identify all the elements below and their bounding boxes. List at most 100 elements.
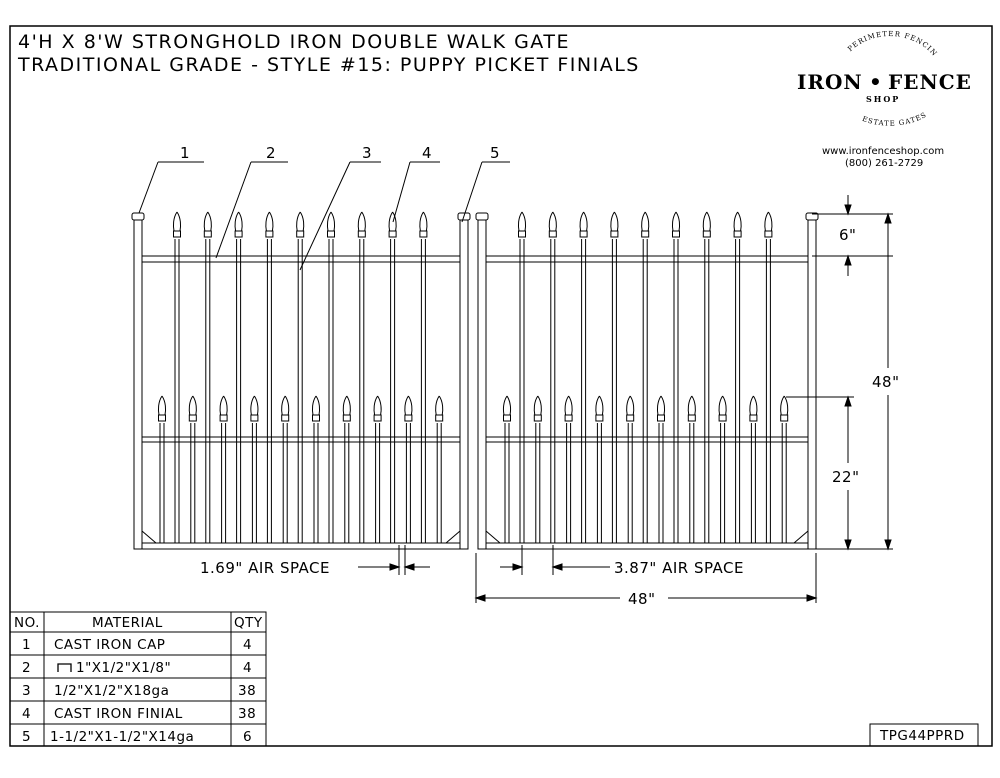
post-right-cap — [805, 212, 819, 221]
post-center-left — [459, 218, 469, 550]
left-leaf-puppy-finial — [157, 395, 167, 416]
left-leaf-puppy-finial — [281, 395, 290, 416]
left-leaf-puppy-finial — [373, 395, 382, 416]
table-cell-no: 4 — [22, 706, 31, 722]
logo-brand-right: FENCE — [888, 70, 972, 94]
post-center-right — [477, 218, 487, 550]
right-leaf-tall-finial — [702, 211, 711, 232]
table-cell-qty: 4 — [243, 660, 252, 676]
post-left — [133, 218, 143, 550]
left-leaf-puppy-finial-collar — [219, 414, 228, 422]
left-leaf-tall-finial-collar — [327, 230, 335, 238]
right-leaf-tall-finial-collar — [764, 230, 773, 238]
left-leaf-puppy-finial — [250, 395, 259, 416]
right-leaf-brace-right — [793, 530, 809, 544]
right-leaf-puppy-finial-collar — [533, 414, 542, 422]
left-leaf-brace-right — [445, 530, 461, 544]
left-leaf-tall-finial-collar — [234, 230, 243, 238]
table-cell-material: CAST IRON CAP — [54, 637, 165, 653]
right-leaf-puppy-finial — [595, 395, 604, 416]
left-leaf-tall-finial-collar — [357, 230, 366, 238]
logo-brand-left: IRON — [797, 70, 863, 94]
callout-5: 5 — [461, 144, 510, 223]
table-row: 1 CAST IRON CAP 4 — [22, 637, 252, 653]
post-right — [807, 218, 817, 550]
post-center-right-cap — [475, 212, 489, 221]
table-cell-no: 1 — [22, 637, 31, 653]
right-leaf-puppy-finial — [749, 395, 758, 416]
right-leaf-tall-finial — [641, 211, 650, 232]
right-leaf-puppy-finial — [718, 395, 727, 416]
right-leaf-tall-finial-collar — [672, 230, 680, 238]
right-leaf-puppy-finial-collar — [595, 414, 604, 422]
right-leaf-puppy-finial — [626, 395, 635, 416]
table-row: 2 1"X1/2"X1/8" 4 — [22, 660, 252, 676]
callout-label-3: 3 — [362, 144, 372, 162]
right-leaf-tall-finial-collar — [733, 230, 742, 238]
table-cell-material: 1/2"X1/2"X18ga — [54, 683, 169, 699]
left-leaf-tall-finial — [203, 211, 212, 232]
left-leaf-puppy-finial — [435, 395, 444, 416]
left-leaf-puppy-finial-collar — [188, 414, 197, 422]
right-leaf-tall-finial-collar — [518, 230, 526, 238]
post-left-cap — [131, 212, 145, 221]
callout-3: 3 — [299, 144, 381, 271]
right-leaf-tall-finial-collar — [610, 230, 619, 238]
right-leaf-tall-finial — [517, 211, 527, 232]
gate-elevation — [131, 211, 819, 550]
left-leaf-tall-finial — [296, 211, 305, 232]
left-leaf-puppy-finial — [188, 395, 197, 416]
right-leaf-puppy-finial — [656, 395, 666, 416]
left-leaf-tall-finial — [265, 211, 274, 232]
right-leaf-puppy-finial-collar — [780, 414, 789, 422]
table-cell-material: 1-1/2"X1-1/2"X14ga — [50, 729, 194, 745]
left-leaf-puppy-finial — [342, 395, 351, 416]
dimension-lower-rail — [786, 395, 854, 551]
table-cell-qty: 38 — [238, 706, 256, 722]
callout-label-4: 4 — [422, 144, 432, 162]
logo-shop: SHOP — [866, 94, 900, 104]
right-leaf-tall-finial — [579, 211, 588, 232]
right-leaf-tall-finial-collar — [548, 230, 557, 238]
table-header-material: MATERIAL — [92, 615, 163, 631]
left-leaf-tall-finial — [419, 211, 428, 232]
materials-table — [9, 611, 267, 747]
dimension-air-space-left — [358, 545, 430, 575]
right-leaf-puppy-finial — [687, 395, 696, 416]
logo-website: www.ironfenceshop.com — [822, 146, 944, 157]
right-leaf-tall-finial-collar — [641, 230, 650, 238]
channel-icon — [57, 663, 72, 672]
right-leaf-tall-finial — [548, 211, 557, 232]
left-leaf-tall-finial-collar — [296, 230, 305, 238]
dimension-label-total: 48" — [872, 373, 900, 391]
left-leaf-puppy-finial-collar — [158, 414, 166, 422]
right-leaf-puppy-finial — [780, 395, 789, 416]
dimension-label-finial: 6" — [839, 226, 856, 244]
left-leaf-tall-finial-collar — [173, 230, 181, 238]
right-leaf-puppy-finial-collar — [687, 414, 696, 422]
dimension-label-lower: 22" — [832, 468, 860, 486]
right-leaf-puppy-finial — [564, 395, 573, 416]
callout-1: 1 — [138, 144, 204, 214]
sheet-border — [9, 25, 993, 747]
title-line-2: TRADITIONAL GRADE - STYLE #15: PUPPY PIC… — [17, 54, 640, 76]
drawing-code: TPG44PPRD — [879, 728, 965, 744]
right-leaf-puppy-finial-collar — [626, 414, 635, 422]
dimension-finial-height — [812, 195, 893, 276]
right-leaf-puppy-finial-collar — [749, 414, 758, 422]
right-leaf-puppy-finial-collar — [564, 414, 573, 422]
table-header-qty: QTY — [234, 615, 263, 631]
left-leaf-tall-finial — [326, 211, 336, 232]
left-leaf-puppy-finial-collar — [281, 414, 290, 422]
table-row: 4 CAST IRON FINIAL 38 — [22, 706, 256, 722]
right-leaf-puppy-finial-collar — [718, 414, 727, 422]
right-leaf-tall-finial-collar — [702, 230, 711, 238]
left-leaf-puppy-finial-collar — [250, 414, 259, 422]
left-leaf-tall-finial-collar — [388, 230, 397, 238]
left-leaf-tall-finial — [357, 211, 366, 232]
drawing-code-box — [869, 723, 979, 747]
left-leaf-tall-finial-collar — [419, 230, 428, 238]
right-leaf-tall-finial — [610, 211, 619, 232]
